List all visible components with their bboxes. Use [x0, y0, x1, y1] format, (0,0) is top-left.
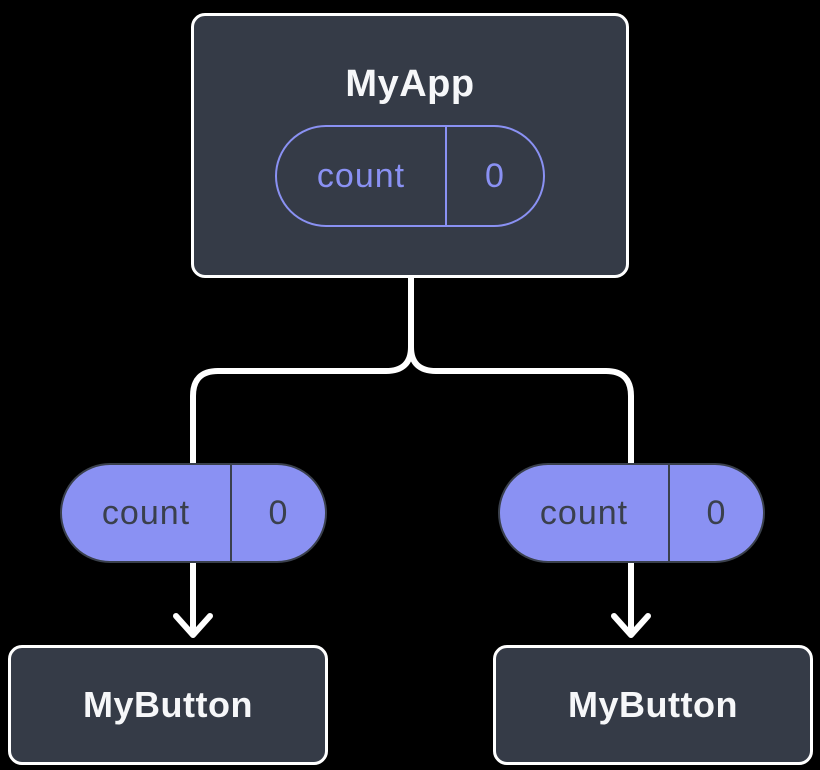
- node-myapp: MyApp count 0: [191, 13, 629, 278]
- node-mybutton-right: MyButton: [493, 645, 813, 765]
- state-pill-myapp: count 0: [275, 125, 545, 227]
- connector-root-to-left-pill: [190, 270, 414, 463]
- state-label: count: [500, 465, 670, 561]
- arrowhead-left-icon: [173, 613, 213, 638]
- state-pill-right-child: count 0: [498, 463, 765, 563]
- connector-root-to-right-pill: [408, 270, 634, 463]
- state-value: 0: [706, 493, 727, 532]
- node-title-mybutton-left: MyButton: [83, 684, 253, 725]
- arrowhead-right-icon: [611, 613, 651, 638]
- node-mybutton-left: MyButton: [8, 645, 328, 765]
- node-title-myapp: MyApp: [345, 63, 475, 105]
- state-value: 0: [268, 493, 289, 532]
- state-label: count: [62, 465, 232, 561]
- state-label: count: [277, 127, 447, 225]
- state-pill-left-child: count 0: [60, 463, 327, 563]
- node-title-mybutton-right: MyButton: [568, 684, 738, 725]
- state-value: 0: [485, 156, 505, 195]
